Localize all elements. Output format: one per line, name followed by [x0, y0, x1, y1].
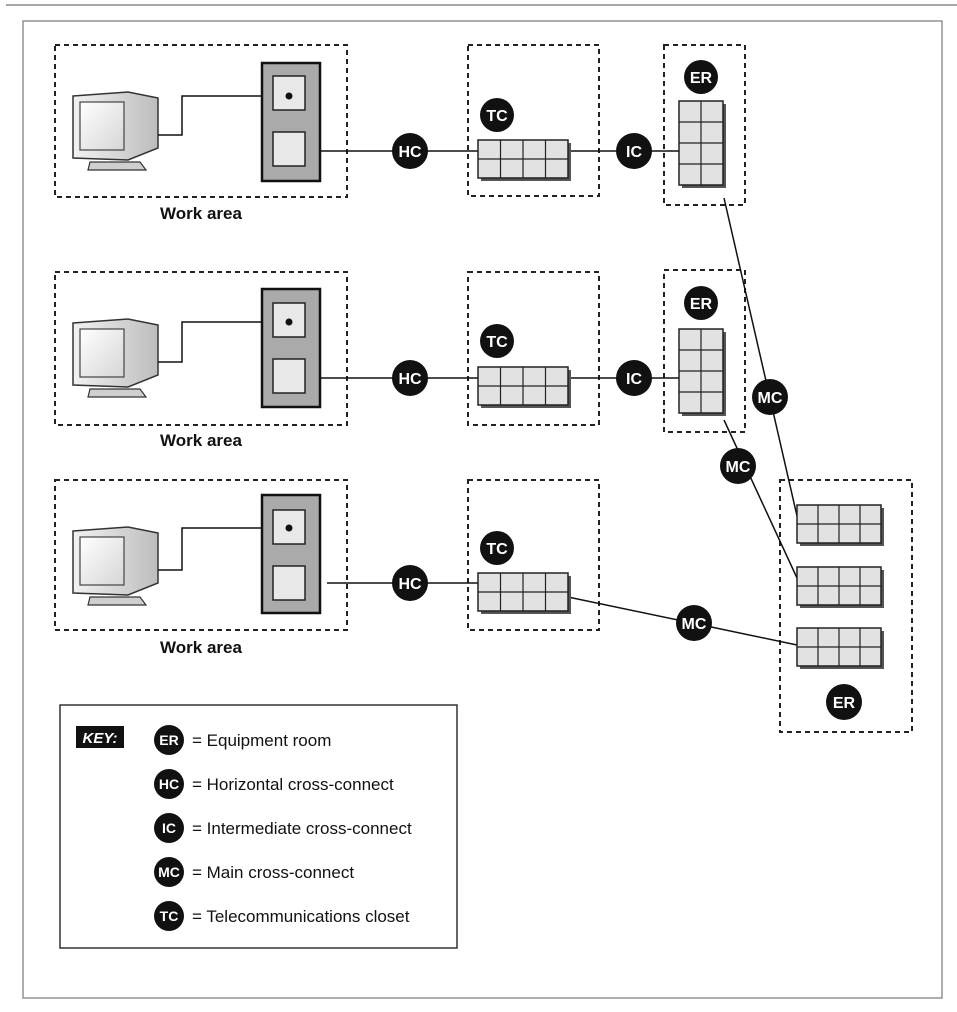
legend-box [59, 704, 458, 949]
badge-hc-1: HC [392, 133, 428, 169]
badge-label: HC [398, 576, 422, 593]
er-boundary-1 [663, 44, 746, 206]
work-area-label: Work area [160, 204, 242, 223]
badge-er-1: ER [684, 60, 718, 94]
wall-outlet [260, 493, 322, 615]
wall-outlet [260, 287, 322, 409]
legend-item-abbr: HC [159, 776, 179, 792]
badge-label: ER [690, 70, 713, 87]
legend-item-tc: TC = Telecommunications closet [154, 901, 410, 931]
badge-tc-3: TC [480, 531, 514, 565]
badge-tc-2: TC [480, 324, 514, 358]
patch-cord [158, 527, 289, 571]
legend-item-text: = Horizontal cross-connect [192, 775, 394, 794]
tc-patch-panel-3 [477, 572, 571, 614]
badge-er-main: ER [826, 684, 862, 720]
work-area-2: Work area [54, 271, 348, 450]
badge-hc-2: HC [392, 360, 428, 396]
computer-monitor-icon [72, 91, 159, 171]
badge-label: HC [398, 144, 422, 161]
wall-outlet [260, 61, 322, 183]
computer-monitor-icon [72, 318, 159, 398]
main-er-patch-panel-3 [796, 627, 884, 669]
legend-item-er: ER = Equipment room [154, 725, 331, 755]
main-er-boundary [779, 479, 913, 733]
badge-label: MC [726, 459, 751, 476]
legend-item-abbr: TC [160, 908, 179, 924]
patch-cord [158, 321, 289, 363]
badge-label: ER [833, 695, 856, 712]
er-patch-panel-1 [678, 100, 726, 188]
main-er-patch-panel-1 [796, 504, 884, 546]
work-area-label: Work area [160, 638, 242, 657]
legend-item-text: = Intermediate cross-connect [192, 819, 412, 838]
computer-monitor-icon [72, 526, 159, 606]
legend-title: KEY: [82, 730, 117, 747]
legend-item-abbr: IC [162, 820, 176, 836]
tc-boundary-3 [467, 479, 600, 631]
tc-boundary-1 [467, 44, 600, 197]
tc-patch-panel-2 [477, 366, 571, 408]
outer-border [22, 20, 943, 999]
legend-item-text: = Main cross-connect [192, 863, 354, 882]
badge-label: ER [690, 296, 713, 313]
tc-boundary-2 [467, 271, 600, 426]
patch-cord [158, 95, 289, 136]
badge-mc-1: MC [752, 379, 788, 415]
tc-patch-panel-1 [477, 139, 571, 181]
work-area-boundary [54, 271, 348, 426]
legend-item-mc: MC = Main cross-connect [154, 857, 354, 887]
patch-panels [477, 100, 884, 669]
badge-label: IC [626, 371, 642, 388]
badge-ic-1: IC [616, 133, 652, 169]
main-er-patch-panel-2 [796, 566, 884, 608]
legend-item-text: = Equipment room [192, 731, 331, 750]
badge-label: HC [398, 371, 422, 388]
legend-item-abbr: MC [158, 864, 180, 880]
er-patch-panel-2 [678, 328, 726, 416]
badge-ic-2: IC [616, 360, 652, 396]
badge-hc-3: HC [392, 565, 428, 601]
badge-label: MC [758, 390, 783, 407]
legend-item-ic: IC = Intermediate cross-connect [154, 813, 412, 843]
badge-tc-1: TC [480, 98, 514, 132]
badge-label: IC [626, 144, 642, 161]
legend-item-abbr: ER [159, 732, 178, 748]
work-area-boundary [54, 44, 348, 198]
legend-title-badge: KEY: [76, 726, 124, 748]
work-area-3: Work area [54, 479, 348, 657]
legend-item-hc: HC = Horizontal cross-connect [154, 769, 394, 799]
badge-mc-2: MC [720, 448, 756, 484]
work-area-1: Work area [54, 44, 348, 223]
legend-item-text: = Telecommunications closet [192, 907, 410, 926]
er-boundary-2 [663, 269, 746, 433]
work-area-boundary [54, 479, 348, 631]
badge-label: MC [682, 616, 707, 633]
badge-label: TC [486, 334, 508, 351]
badge-label: TC [486, 108, 508, 125]
work-area-label: Work area [160, 431, 242, 450]
badge-label: TC [486, 541, 508, 558]
badge-er-2: ER [684, 286, 718, 320]
badge-mc-3: MC [676, 605, 712, 641]
legend: KEY: ER = Equipment room HC = Horizontal… [59, 704, 458, 949]
